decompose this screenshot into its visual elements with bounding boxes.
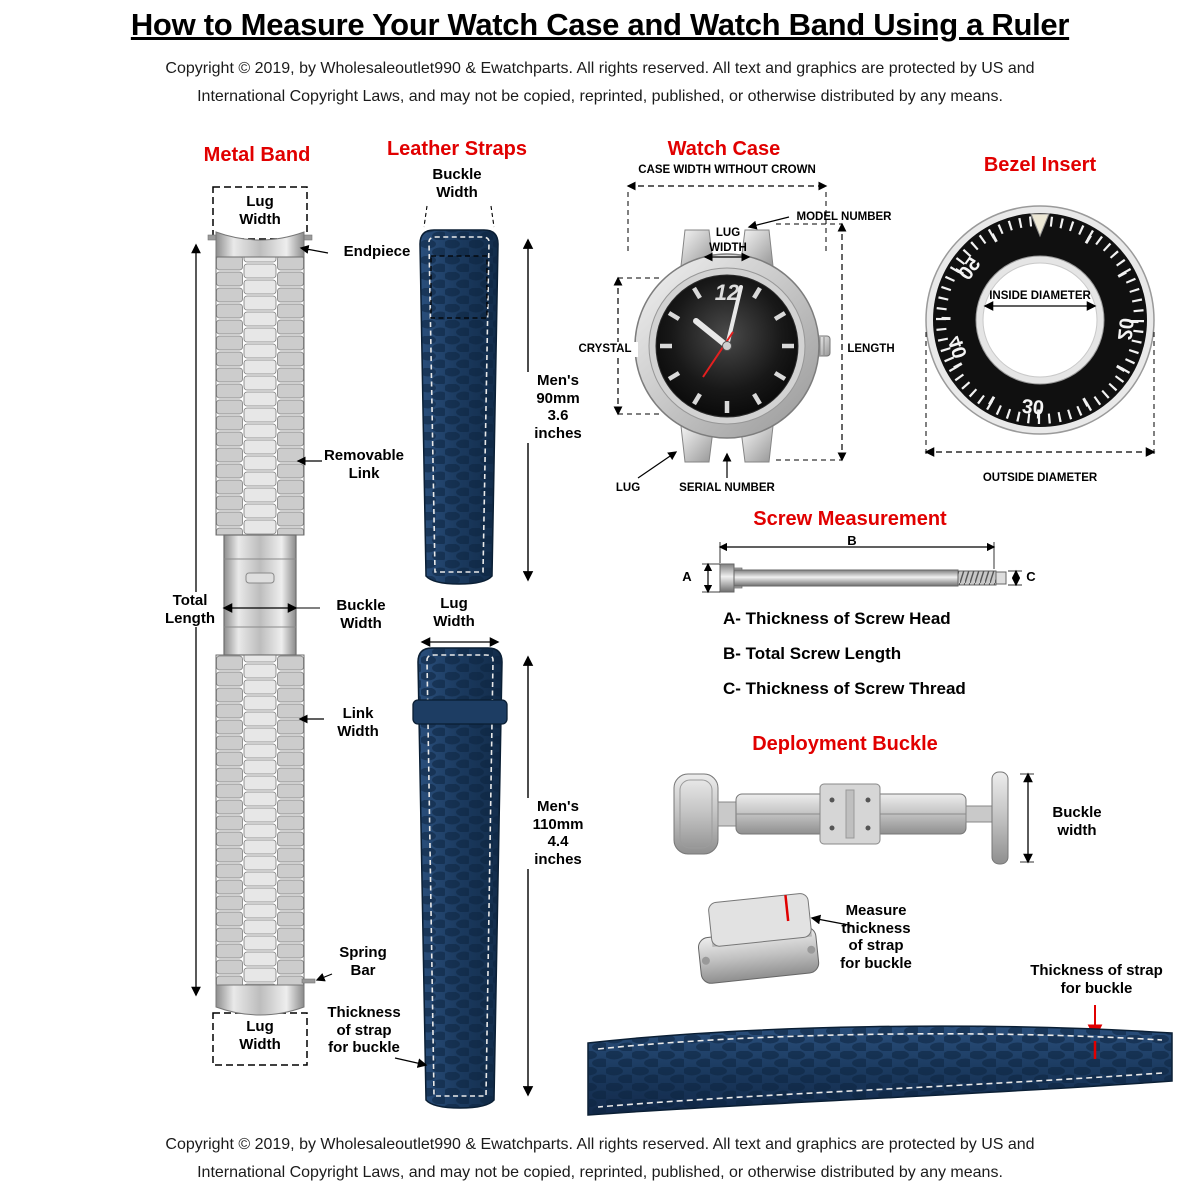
- buckle-area-box: [430, 255, 488, 319]
- copyright-top-line2: International Copyright Laws, and may no…: [197, 88, 1003, 105]
- lug-width-top-label: Lug Width: [239, 193, 281, 228]
- screw-b-letter: B: [847, 533, 857, 548]
- model-number-label: MODEL NUMBER: [796, 211, 892, 223]
- watch-case-heading: Watch Case: [667, 138, 781, 160]
- screw-tip: [995, 571, 1007, 585]
- lug-width-bottom-label: Lug Width: [239, 1018, 281, 1053]
- serial-number-label: SERIAL NUMBER: [679, 482, 775, 494]
- leather-lug-width-label: Lug Width: [433, 595, 475, 630]
- stitching: [426, 654, 494, 1097]
- leather-strap-bottom: [412, 647, 508, 1109]
- bezel-number-20: 20: [1113, 317, 1137, 341]
- strap-thickness-mark: [784, 894, 790, 922]
- keeper-loop: [412, 699, 508, 725]
- metal-bracelet: [207, 231, 316, 1016]
- metal-buckle-width-label: Buckle Width: [336, 597, 386, 632]
- metal-band-heading: Metal Band: [203, 144, 311, 166]
- bezel-hole: [982, 262, 1098, 378]
- leather-thickness-label: Thickness of strap for buckle: [327, 1004, 401, 1057]
- endpiece-bottom: [215, 984, 305, 1016]
- copyright-bottom-line1: Copyright © 2019, by Wholesaleoutlet990 …: [165, 1136, 1035, 1153]
- model-number-arrow: [747, 216, 790, 230]
- watch-hands: [693, 285, 743, 378]
- screw-head: [719, 563, 735, 593]
- screw-legend-b: B- Total Screw Length: [723, 644, 902, 663]
- spring-bar-label: Spring Bar: [339, 944, 387, 979]
- leather-straps-diagram: [394, 205, 534, 1109]
- outside-diameter-label: OUTSIDE DIAMETER: [982, 472, 1098, 484]
- deployment-buckle-diagram: [673, 771, 1034, 984]
- deployment-buckle-width-label: Buckle width: [1052, 804, 1102, 839]
- lug-label: LUG: [615, 482, 641, 494]
- hour-indices: [660, 286, 794, 413]
- removable-link-label: Removable Link: [323, 447, 405, 482]
- second-hand: [702, 331, 734, 378]
- thickness-arrow: [394, 1057, 428, 1068]
- case-width-label: CASE WIDTH WITHOUT CROWN: [638, 164, 816, 176]
- endpiece-top: [215, 231, 305, 258]
- crystal-label: CRYSTAL: [572, 342, 638, 357]
- hour-hand: [693, 318, 730, 349]
- length-label: LENGTH: [847, 343, 895, 355]
- leather-straps-heading: Leather Straps: [386, 138, 528, 160]
- mens-90mm-label: Men's 90mm 3.6 inches: [520, 372, 596, 443]
- buckle-width-guide-right: [490, 205, 495, 228]
- page-title: How to Measure Your Watch Case and Watch…: [130, 7, 1070, 42]
- measure-thickness-label: Measure thickness of strap for buckle: [840, 902, 912, 973]
- deployment-buckle-closed: [697, 893, 820, 984]
- stitching: [597, 1072, 1163, 1108]
- leather-strap-top: [419, 229, 499, 585]
- screw-shaft: [733, 569, 959, 587]
- clasp: [223, 534, 297, 656]
- inside-diameter-label: INSIDE DIAMETER: [989, 290, 1091, 302]
- total-length-label: Total Length: [158, 592, 222, 628]
- stitching: [597, 1032, 1163, 1050]
- bezel-insert-heading: Bezel Insert: [983, 154, 1097, 176]
- screw-measurement-heading: Screw Measurement: [753, 508, 947, 530]
- measure-thickness-arrow: [810, 914, 855, 927]
- bezel-triangle-marker: [1030, 213, 1050, 238]
- lug-arrow: [637, 451, 678, 479]
- metal-band-diagram: [191, 186, 333, 1066]
- watch-case-diagram: 12: [613, 181, 847, 479]
- buckle-end-bar: [991, 771, 1009, 865]
- bezel-number-30: 30: [1021, 394, 1045, 418]
- screw-diagram: [702, 542, 1022, 594]
- screw-a-letter: A: [682, 569, 692, 584]
- copyright-bottom-line2: International Copyright Laws, and may no…: [197, 1164, 1003, 1181]
- mens-110mm-label: Men's 110mm 4.4 inches: [520, 798, 596, 869]
- link-width-label: Link Width: [337, 705, 379, 740]
- spring-bar-tip: [301, 978, 316, 984]
- screw-c-letter: C: [1026, 569, 1036, 584]
- bottom-strap-diagram: [587, 1005, 1173, 1116]
- screw-body: [719, 563, 1007, 593]
- horizontal-leather-strap: [587, 1025, 1173, 1116]
- lug-width-top-box: [212, 186, 308, 240]
- endpiece-arrow: [299, 244, 329, 254]
- screw-legend-a: A- Thickness of Screw Head: [723, 609, 951, 628]
- buckle-width-guide-left: [423, 205, 428, 228]
- leather-buckle-width-label: Buckle Width: [432, 166, 482, 201]
- bezel-insert-diagram: 50 40 30 20: [924, 205, 1156, 458]
- screw-legend-c: C- Thickness of Screw Thread: [723, 679, 966, 698]
- copyright-top-line1: Copyright © 2019, by Wholesaleoutlet990 …: [165, 60, 1035, 77]
- deployment-buckle-heading: Deployment Buckle: [752, 733, 938, 755]
- spring-bar-arrow: [315, 972, 333, 982]
- watch-lug-width-label: LUG WIDTH: [709, 227, 747, 254]
- stitching: [428, 236, 490, 573]
- endpiece-label: Endpiece: [343, 243, 411, 260]
- deployment-buckle-open: [673, 771, 1009, 865]
- bottom-strap-thickness-label: Thickness of strap for buckle: [1030, 962, 1163, 997]
